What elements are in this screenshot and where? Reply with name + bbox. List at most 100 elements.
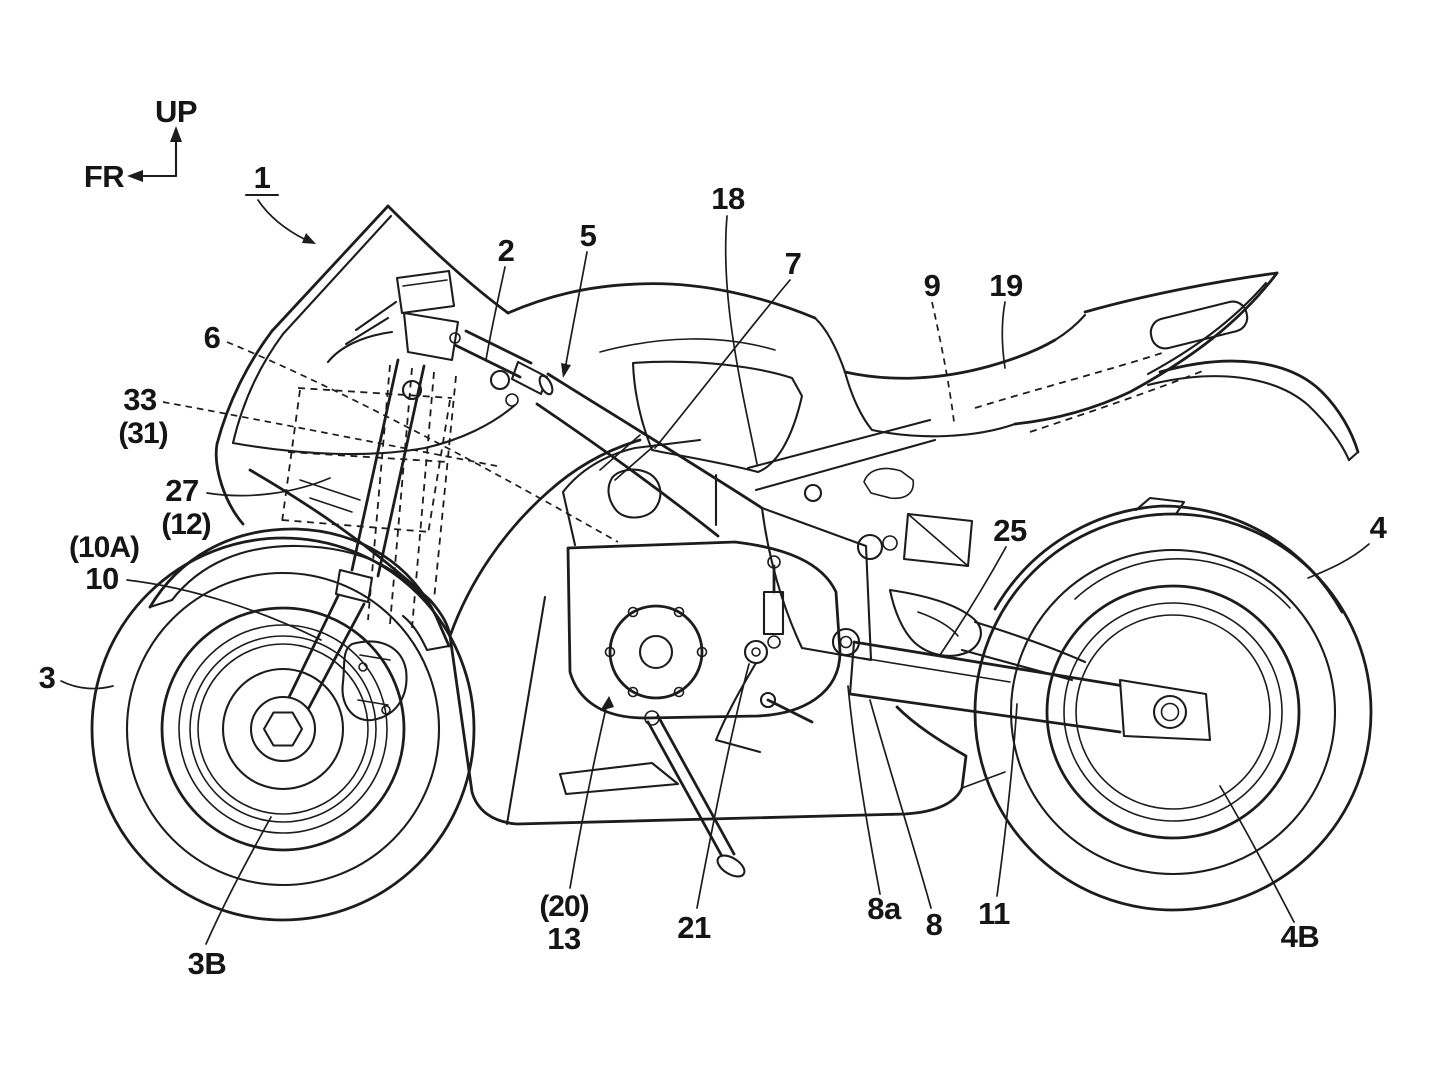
- leader-line: [1001, 301, 1006, 369]
- leader-line: [126, 579, 322, 641]
- leader-line: [654, 279, 791, 449]
- nose-front-edge: [214, 329, 274, 526]
- tail-hidden-line: [974, 351, 1166, 409]
- leader-line: [205, 816, 272, 945]
- swingarm-front-edge: [848, 640, 856, 696]
- ref-label-text: 3: [39, 660, 56, 695]
- leader-line: [60, 680, 114, 690]
- crankcase-outline: [566, 540, 842, 720]
- front-brake-disc: [197, 643, 369, 815]
- brake-lever: [326, 330, 394, 364]
- bar-end: [538, 374, 554, 396]
- engine-texture-lines: [599, 434, 656, 481]
- cover-bolt: [673, 686, 685, 698]
- leader-line: [565, 251, 588, 365]
- rear-rim-ring-2: [1075, 614, 1271, 810]
- belly-pan-outline: [448, 634, 968, 826]
- master-cylinder: [402, 311, 460, 362]
- main-frame: [489, 369, 974, 662]
- ref-label-text: 7: [785, 246, 802, 281]
- rear-fender-inner-edge: [1074, 558, 1291, 609]
- ref-label-7: 7: [654, 246, 802, 449]
- front-brake-caliper: [341, 640, 408, 722]
- fork-outer-tube: [350, 358, 426, 578]
- subframe-rails: [746, 418, 937, 492]
- windscreen-inner-edge: [281, 214, 393, 336]
- rear-rim-outer: [1045, 584, 1301, 840]
- ref-label-text: 2: [498, 233, 515, 268]
- leader-line: [569, 707, 607, 889]
- hidden-fork-line: [433, 375, 457, 601]
- ref-label-text: 8: [926, 907, 943, 942]
- hidden-box-line: [297, 387, 453, 399]
- ref-label-text: 25: [993, 513, 1027, 548]
- tank-rear-edge: [813, 316, 847, 374]
- rear-fender: [993, 496, 1344, 614]
- front-fender: [148, 527, 451, 652]
- ref-label-9: 9: [924, 268, 955, 423]
- intake-blob: [607, 468, 662, 519]
- ref-label-2: 2: [485, 233, 515, 361]
- fairing-vent-lines: [299, 479, 361, 513]
- ref-label-text: 9: [924, 268, 941, 303]
- steering-head-bolt: [489, 369, 511, 391]
- leader-line: [696, 663, 750, 909]
- tail-inner-edge: [1146, 281, 1268, 376]
- brake-reservoir: [395, 269, 456, 315]
- ref-label-text: 10: [85, 561, 118, 596]
- swingarm-pivot-inner: [839, 635, 853, 649]
- peg-hanger-body: [888, 588, 982, 657]
- fairing-character-line: [231, 403, 517, 456]
- swingarm-top-edge: [852, 640, 1126, 688]
- rear-axle-plate: [1118, 678, 1212, 742]
- ref-label-10A-10: (10A) 10: [69, 531, 322, 641]
- belly-pan: [448, 595, 1006, 826]
- ref-label-text: 13: [547, 921, 581, 956]
- rear-fender-outer-edge: [993, 504, 1344, 614]
- ref-label-8a: 8a: [847, 685, 902, 926]
- clutch-cover: [608, 604, 704, 700]
- ref-label-text-paren: (10A): [69, 531, 139, 564]
- frame-bolt-3: [882, 535, 898, 551]
- license-hanger: [1146, 359, 1360, 462]
- tail-bottom-edge: [1013, 271, 1279, 426]
- ref-label-5: 5: [561, 218, 597, 378]
- rear-wheel: [973, 512, 1373, 912]
- ref-label-33-31: 33 (31): [118, 382, 498, 467]
- fork-adjuster-collar: [334, 568, 374, 604]
- caliper-bolt: [358, 662, 368, 672]
- swingarm: [848, 640, 1212, 742]
- rear-axle-inner: [1160, 702, 1180, 722]
- leader-line: [1219, 785, 1295, 923]
- windscreen: [270, 204, 510, 336]
- frame-lower-spar: [535, 402, 720, 538]
- ref-label-text: 4B: [1281, 919, 1320, 954]
- clutch-center: [638, 634, 674, 670]
- ref-label-3: 3: [39, 660, 114, 695]
- ref-label-text: 18: [711, 181, 745, 216]
- seat-surface: [843, 338, 1057, 380]
- ref-label-text: 1: [254, 160, 271, 195]
- tank-top-line: [506, 282, 817, 320]
- ref-label-text: 11: [978, 896, 1010, 931]
- reference-labels: 1 2 5 18 7 9 19: [39, 160, 1389, 981]
- handlebar-assembly: [326, 269, 554, 401]
- windscreen-front-edge: [270, 204, 390, 333]
- front-rim-outer: [160, 606, 406, 852]
- fork-top-cap: [401, 379, 423, 401]
- ref-label-21: 21: [677, 663, 750, 945]
- rear-fender-tab: [1134, 496, 1186, 516]
- up-label: UP: [155, 94, 197, 129]
- leader-line: [869, 699, 932, 909]
- ref-label-text: 8a: [867, 891, 902, 926]
- caliper-detail-lines: [357, 654, 391, 706]
- cover-bolt: [627, 686, 639, 698]
- reservoir-cap-line: [402, 279, 448, 287]
- leader-arrowhead: [302, 233, 316, 244]
- ref-label-4: 4: [1307, 510, 1388, 579]
- shift-shaft-center: [751, 647, 761, 657]
- leader-line: [847, 685, 881, 895]
- leader-line: [206, 477, 331, 497]
- hidden-box-line: [287, 451, 449, 463]
- ref-label-text: 19: [989, 268, 1023, 303]
